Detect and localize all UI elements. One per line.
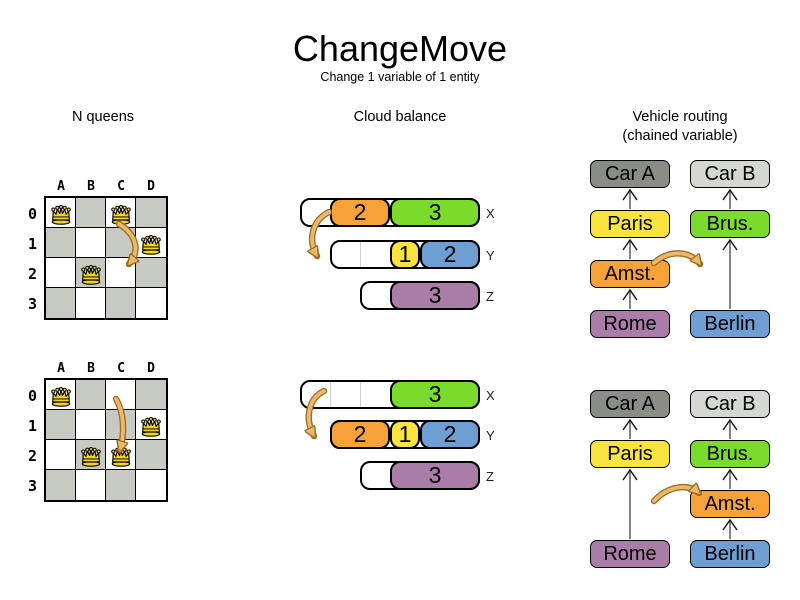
- chess-board: [44, 378, 168, 502]
- chain-arrow-head-icon: [722, 418, 738, 431]
- board-cell: [106, 288, 136, 318]
- vehicle-node: Berlin: [690, 310, 770, 338]
- board-cell: [136, 470, 166, 500]
- vehicle-node: Car A: [590, 160, 670, 188]
- vehicle-node: Brus.: [690, 440, 770, 468]
- board-column-label: A: [57, 361, 65, 376]
- board-cell: [46, 288, 76, 318]
- board-cell: [136, 440, 166, 470]
- chain-arrow-head-icon: [622, 418, 638, 431]
- vehicle-node: Berlin: [690, 540, 770, 568]
- board-cell: [106, 380, 136, 410]
- queen-icon: [141, 234, 161, 255]
- board-cell: [46, 440, 76, 470]
- vehicle-node: Amst.: [690, 490, 770, 518]
- board-cell: [136, 380, 166, 410]
- board-column-label: D: [147, 179, 155, 194]
- section-heading-vehicle-sub: (chained variable): [622, 128, 738, 144]
- cloud-block: 3: [390, 380, 480, 409]
- chain-arrow-head-icon: [622, 188, 638, 201]
- cloud-block: 3: [390, 461, 480, 490]
- board-column-label: B: [87, 179, 95, 194]
- board-row-label: 0: [27, 387, 38, 405]
- board-row-label: 1: [27, 417, 38, 435]
- cloud-block: 2: [420, 240, 480, 269]
- board-cell: [136, 198, 166, 228]
- cloud-block: 2: [420, 420, 480, 449]
- page-title: ChangeMove: [292, 28, 508, 69]
- board-cell: [76, 380, 106, 410]
- queen-icon: [81, 264, 101, 285]
- board-cell: [106, 470, 136, 500]
- chess-board: [44, 196, 168, 320]
- section-heading-nqueens: N queens: [71, 109, 135, 125]
- board-column-label: B: [87, 361, 95, 376]
- chain-arrow-head-icon: [722, 238, 738, 251]
- page-subtitle: Change 1 variable of 1 entity: [320, 70, 480, 84]
- board-column-label: C: [117, 361, 125, 376]
- section-heading-vehicle: Vehicle routing: [632, 109, 728, 125]
- cloud-block: 3: [390, 198, 480, 227]
- chain-arrow-head-icon: [622, 288, 638, 301]
- board-cell: [106, 228, 136, 258]
- vehicle-node: Paris: [590, 440, 670, 468]
- vehicle-node: Brus.: [690, 210, 770, 238]
- board-cell: [76, 288, 106, 318]
- board-cell: [106, 258, 136, 288]
- queen-icon: [51, 386, 71, 407]
- board-cell: [46, 410, 76, 440]
- cloud-grid-line: [330, 382, 331, 407]
- cloud-block: 2: [330, 198, 390, 227]
- cloud-block: 1: [390, 420, 420, 449]
- board-row-label: 2: [27, 447, 38, 465]
- board-column-label: D: [147, 361, 155, 376]
- cloud-row-label: Y: [486, 248, 495, 263]
- board-cell: [46, 258, 76, 288]
- queen-icon: [51, 204, 71, 225]
- board-row-label: 3: [27, 295, 38, 313]
- board-cell: [46, 228, 76, 258]
- cloud-grid-line: [360, 242, 361, 267]
- board-column-label: A: [57, 179, 65, 194]
- board-cell: [106, 410, 136, 440]
- vehicle-node: Car B: [690, 390, 770, 418]
- vehicle-node: Amst.: [590, 260, 670, 288]
- cloud-row-label: Z: [486, 469, 494, 484]
- queen-icon: [111, 204, 131, 225]
- board-cell: [76, 228, 106, 258]
- chain-arrow-head-icon: [622, 238, 638, 251]
- cloud-row-label: Z: [486, 289, 494, 304]
- cloud-grid-line: [360, 382, 361, 407]
- queen-icon: [141, 416, 161, 437]
- cloud-block: 2: [330, 420, 390, 449]
- section-heading-cloud: Cloud balance: [353, 109, 447, 125]
- board-cell: [46, 470, 76, 500]
- vehicle-node: Car B: [690, 160, 770, 188]
- vehicle-node: Car A: [590, 390, 670, 418]
- queen-icon: [81, 446, 101, 467]
- board-row-label: 3: [27, 477, 38, 495]
- cloud-row-label: X: [486, 388, 495, 403]
- vehicle-node: Rome: [590, 310, 670, 338]
- board-cell: [136, 258, 166, 288]
- board-cell: [76, 470, 106, 500]
- board-cell: [76, 198, 106, 228]
- cloud-row-label: Y: [486, 428, 495, 443]
- board-column-label: C: [117, 179, 125, 194]
- cloud-row-label: X: [486, 206, 495, 221]
- chain-arrow-head-icon: [722, 518, 738, 531]
- board-cell: [136, 288, 166, 318]
- chain-arrow-head-icon: [622, 468, 638, 481]
- vehicle-node: Rome: [590, 540, 670, 568]
- board-row-label: 2: [27, 265, 38, 283]
- cloud-block: 1: [390, 240, 420, 269]
- chain-arrow-head-icon: [722, 468, 738, 481]
- vehicle-node: Paris: [590, 210, 670, 238]
- board-cell: [76, 410, 106, 440]
- board-row-label: 1: [27, 235, 38, 253]
- cloud-block: 3: [390, 281, 480, 310]
- chain-arrow-head-icon: [722, 188, 738, 201]
- queen-icon: [111, 446, 131, 467]
- board-row-label: 0: [27, 205, 38, 223]
